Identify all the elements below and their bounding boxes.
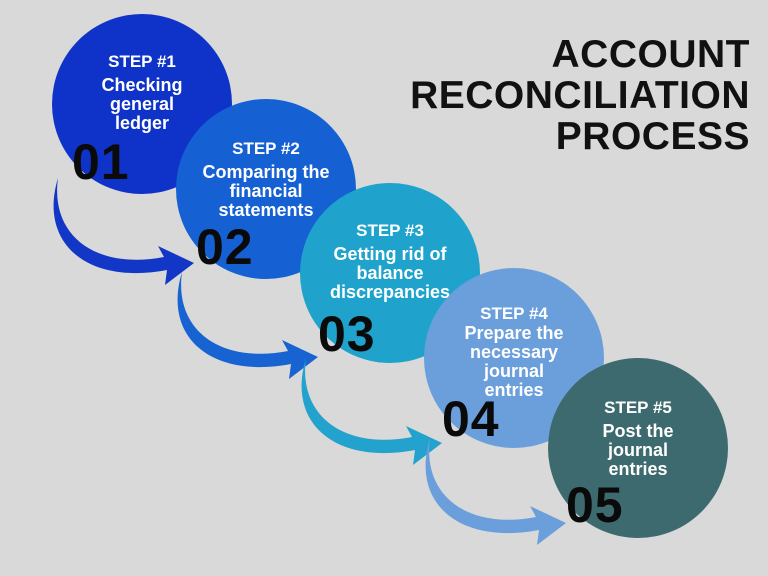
step-3-description: Getting rid of balance discrepancies bbox=[329, 244, 451, 302]
step-5-description: Post the journal entries bbox=[602, 421, 674, 479]
arrow-1-to-2 bbox=[53, 178, 195, 285]
title-line-2: RECONCILIATION bbox=[410, 74, 750, 117]
step-3-label: STEP #3 bbox=[356, 221, 424, 240]
step-3-circle: STEP #3 Getting rid of balance discrepan… bbox=[300, 183, 480, 363]
step-1-number: 01 bbox=[72, 134, 130, 190]
step-4-number: 04 bbox=[442, 391, 500, 447]
step-2-label: STEP #2 bbox=[232, 139, 300, 158]
arrow-2-to-3 bbox=[177, 272, 318, 379]
page-title: ACCOUNT RECONCILIATION PROCESS bbox=[410, 34, 750, 157]
step-5-circle: STEP #5 Post the journal entries bbox=[548, 358, 728, 538]
step-3-number: 03 bbox=[318, 306, 376, 362]
arrow-4-to-5 bbox=[425, 438, 566, 545]
step-2-description: Comparing the financial statements bbox=[202, 162, 330, 220]
step-4-label: STEP #4 bbox=[480, 304, 548, 323]
title-line-1: ACCOUNT bbox=[551, 33, 750, 76]
step-4-description: Prepare the necessary journal entries bbox=[464, 323, 564, 400]
step-1-description: Checking general ledger bbox=[101, 75, 183, 133]
step-5-label: STEP #5 bbox=[604, 398, 672, 417]
step-2-number: 02 bbox=[196, 219, 254, 275]
step-5-number: 05 bbox=[566, 477, 624, 533]
title-line-3: PROCESS bbox=[555, 115, 750, 158]
step-1-label: STEP #1 bbox=[108, 52, 176, 71]
arrow-3-to-4 bbox=[301, 358, 442, 465]
